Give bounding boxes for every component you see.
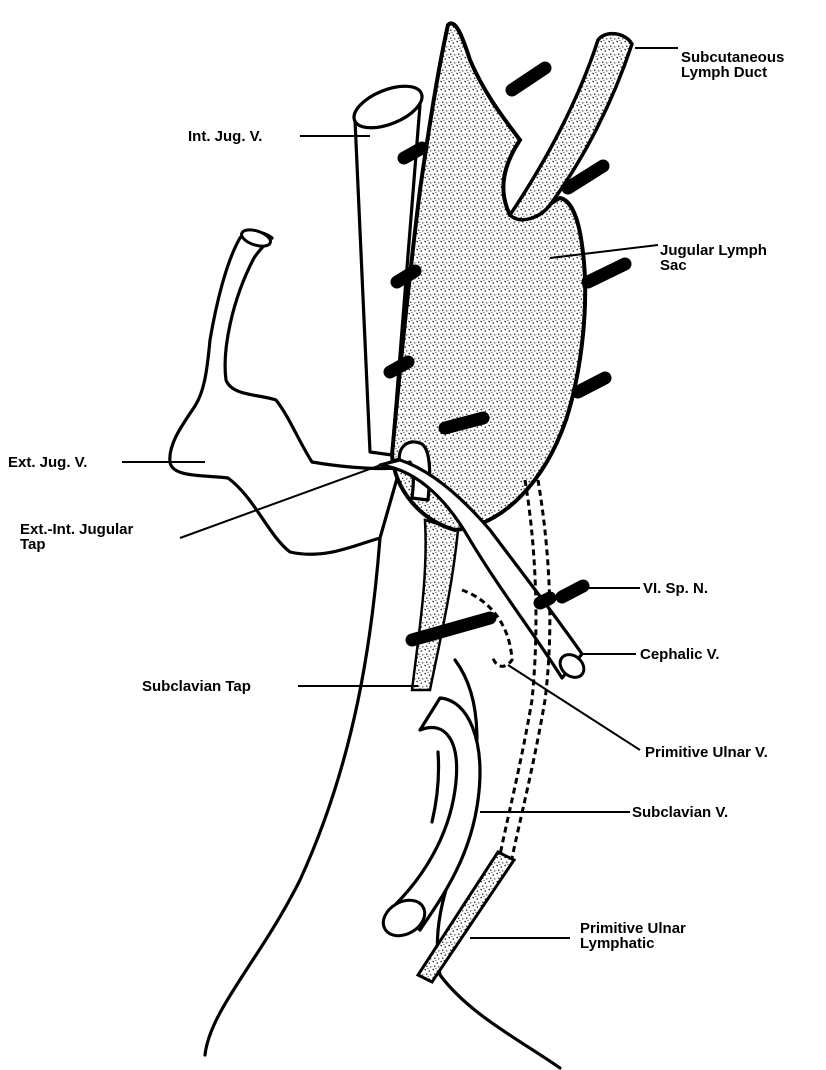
nerve-bar-5 — [588, 264, 625, 282]
vi-sp-n-nerve — [562, 586, 583, 597]
label-int-jug-v: Int. Jug. V. — [188, 128, 262, 145]
label-vi-sp-n: VI. Sp. N. — [643, 580, 708, 597]
label-subcutaneous-lymph-duct-line2: Lymph Duct — [681, 64, 767, 81]
primitive-ulnar-lymphatic-dashed — [500, 480, 550, 858]
label-primitive-ulnar-v: Primitive Ulnar V. — [645, 744, 768, 761]
label-primitive-ulnar-lymphatic: Primitive Ulnar Lymphatic — [580, 920, 690, 952]
nerve-bar-7 — [578, 378, 605, 392]
label-subclavian-v: Subclavian V. — [632, 804, 728, 821]
nerve-bar-1 — [512, 68, 545, 90]
label-jugular-lymph-sac-line2: Sac — [660, 257, 687, 274]
label-ext-jug-v: Ext. Jug. V. — [8, 454, 87, 471]
nerve-bar-9 — [540, 598, 550, 603]
branch-vein-inner — [432, 752, 439, 822]
label-cephalic-v: Cephalic V. — [640, 646, 719, 663]
label-ext-int-jugular-tap-line2: Tap — [20, 536, 46, 553]
label-subcutaneous-lymph-duct: Subcutaneous Lymph Duct — [681, 49, 789, 81]
label-ext-int-jugular-tap: Ext.-Int. Jugular Tap — [20, 521, 138, 553]
nerve-bar-2 — [404, 148, 422, 158]
subclavian-v-trunk — [205, 538, 560, 1068]
label-jugular-lymph-sac: Jugular Lymph Sac — [660, 242, 771, 274]
label-subclavian-tap: Subclavian Tap — [142, 678, 251, 695]
nerve-bar-6 — [390, 362, 408, 372]
subclavian-tap-column — [412, 520, 458, 690]
label-primitive-ulnar-lymphatic-line2: Lymphatic — [580, 935, 654, 952]
branch-vein-vessel — [395, 698, 480, 930]
